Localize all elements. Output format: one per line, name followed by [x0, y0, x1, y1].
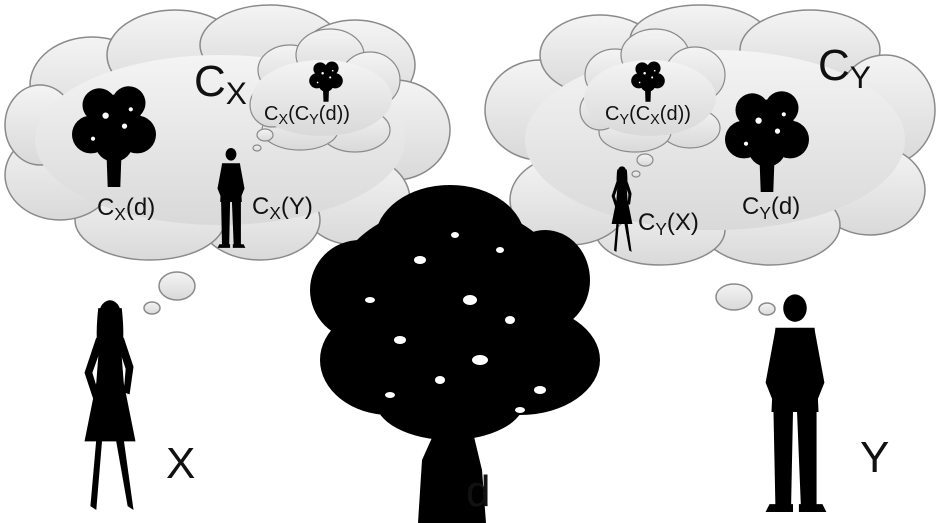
thought-bubbles-x-inner — [252, 128, 274, 152]
label-cy-x: CY(X) — [638, 209, 699, 239]
label-cy-cx-d: CY(CX(d)) — [605, 103, 691, 128]
thought-bubbles-y-inner — [631, 153, 654, 178]
label-cx-cy-d: CX(CY(d)) — [264, 103, 350, 128]
man-y-icon — [765, 294, 827, 512]
tree-d-icon — [310, 185, 600, 523]
cloud-x-title: CX — [194, 57, 247, 111]
label-cy-d: CY(d) — [742, 193, 800, 223]
woman-x-icon — [84, 300, 136, 510]
person-x-label: X — [166, 439, 195, 488]
inner-thought-cloud-x — [249, 28, 401, 153]
tree-d-label: d — [466, 467, 490, 516]
person-y-label: Y — [860, 433, 889, 482]
label-cx-y: CX(Y) — [252, 193, 313, 223]
thought-bubbles-x — [143, 271, 196, 315]
label-cx-d: CX(d) — [97, 194, 155, 224]
thought-bubbles-y — [715, 283, 776, 316]
cloud-y-title: CY — [818, 41, 871, 95]
